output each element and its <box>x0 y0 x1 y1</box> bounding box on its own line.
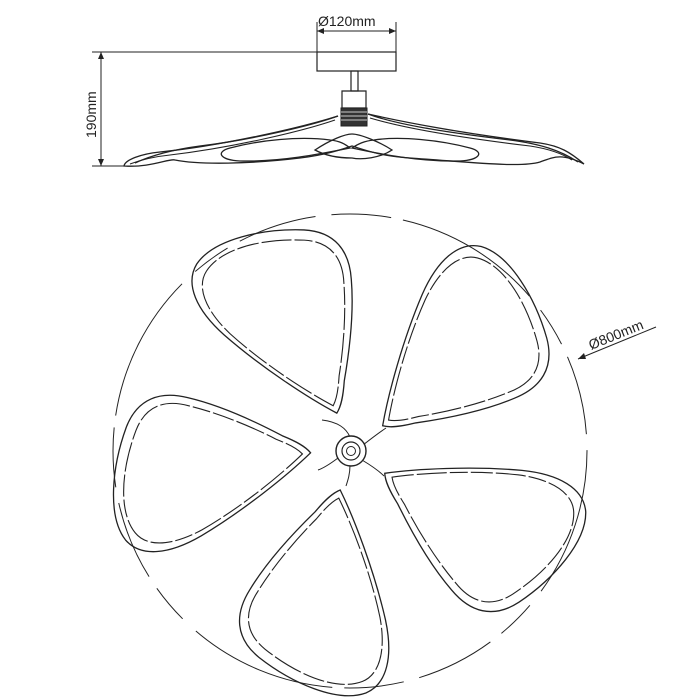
petal-outer-wire <box>112 394 312 553</box>
petal <box>238 489 390 697</box>
petal-outer-wire <box>238 489 390 697</box>
petal-inner-wire <box>247 497 383 685</box>
petal <box>191 229 353 414</box>
socket <box>341 90 367 109</box>
petal <box>381 244 550 428</box>
petal-inner-wire <box>391 471 575 603</box>
petal-outer-wire <box>381 244 550 428</box>
shade-diameter-label: Ø800mm <box>586 316 645 352</box>
petal <box>112 394 312 553</box>
petal-inner-wire <box>201 239 346 407</box>
canopy <box>316 51 397 72</box>
petal-outer-wire <box>191 229 353 414</box>
height-dimension: 190mm <box>83 51 317 167</box>
petal-outer-wire <box>384 467 587 613</box>
petals <box>112 229 587 697</box>
side-elevation: Ø120mm 190mm <box>83 13 585 167</box>
canopy-diameter-label: Ø120mm <box>318 13 376 29</box>
stem <box>350 70 359 92</box>
height-label: 190mm <box>83 91 99 138</box>
petal-inner-wire <box>123 402 304 544</box>
center-hub <box>335 435 367 467</box>
petal-inner-wire <box>387 256 540 422</box>
socket-thread <box>340 107 368 127</box>
spokes <box>317 419 387 487</box>
shade-diameter-dimension: Ø800mm <box>577 316 657 360</box>
canopy-width-dimension: Ø120mm <box>316 13 397 52</box>
shade-side-profile <box>123 113 585 167</box>
petal <box>384 467 587 613</box>
shade-outline-circle <box>112 213 588 689</box>
top-view: Ø800mm <box>112 213 657 697</box>
